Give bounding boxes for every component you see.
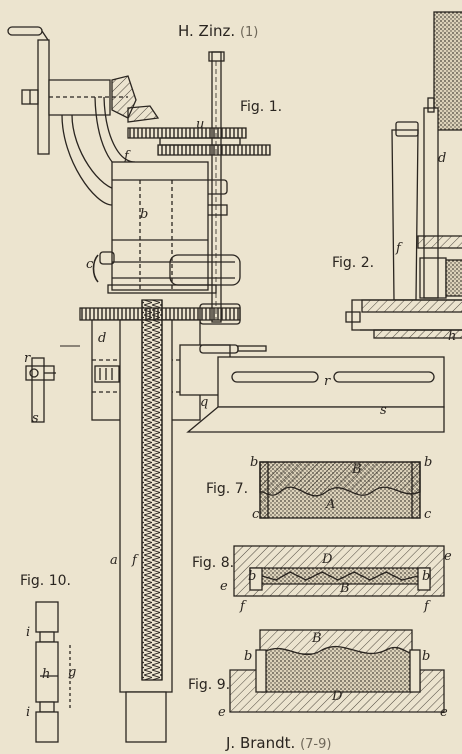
label-e-fig9-right: e [440,705,448,720]
footer-author: J. Brandt. [226,734,296,752]
fig2-drawing [345,11,462,339]
label-i-fig10-bottom: i [26,705,31,720]
label-b-fig7-left: b [250,455,259,470]
label-A-fig7: A [326,497,336,512]
label-s-side: s [32,411,39,426]
fig9-caption: Fig. 9. [188,677,231,693]
label-h-fig10: h [42,667,51,682]
side-view-detail [25,345,80,423]
fig1-caption: Fig. 1. [240,99,283,115]
header-author: H. Zinz. [178,22,236,40]
label-b-fig9-left: b [244,649,253,664]
label-f-rack: f [132,553,137,568]
label-B-fig9: B [312,631,322,646]
label-B-fig8: B [340,581,350,596]
fig7-caption: Fig. 7. [206,481,249,497]
fig8-caption: Fig. 8. [192,555,235,571]
fig8-drawing [233,545,445,597]
label-r: r [324,374,331,389]
plate-footer: J. Brandt. (7-9) [226,734,332,752]
fig1-drawing [7,26,445,743]
label-c: c [86,257,94,272]
label-b-fig9-right: b [422,649,431,664]
fig2-caption: Fig. 2. [332,255,375,271]
label-q: q [200,395,209,410]
label-c-fig7-right: c [424,507,432,522]
label-r-side: r [24,351,31,366]
label-i-fig10-top: i [26,625,31,640]
label-c-fig7-left: c [252,507,260,522]
fig9-drawing [229,629,445,713]
label-d-fig2: d [438,151,447,166]
fig10-drawing [35,601,71,743]
label-f-top: f [124,149,129,164]
label-e-fig9-left: e [218,705,226,720]
label-g-fig10: g [68,665,77,680]
label-b-fig8-right: b [422,569,431,584]
label-a: a [110,553,118,568]
label-s: s [380,403,387,418]
label-e-fig8-right: e [444,549,452,564]
label-d: d [98,331,107,346]
footer-ref: (7-9) [300,737,332,752]
plate-header: H. Zinz. (1) [178,22,259,40]
label-D-fig8: D [322,552,333,567]
label-e-fig8-left: e [220,579,228,594]
label-f-fig8-right: f [424,599,429,614]
label-b: b [140,207,149,222]
fig7-drawing [259,461,421,519]
label-D-fig9: D [332,689,343,704]
label-B-fig7: B [352,462,362,477]
fig10-caption: Fig. 10. [20,573,71,589]
header-ref: (1) [239,25,259,40]
label-h-fig2: h [448,329,457,344]
label-b-fig8-left: b [248,569,257,584]
label-b-fig7-right: b [424,455,433,470]
label-u: u [196,117,205,132]
label-f-fig8-left: f [240,599,245,614]
label-f-fig2: f [396,241,401,256]
